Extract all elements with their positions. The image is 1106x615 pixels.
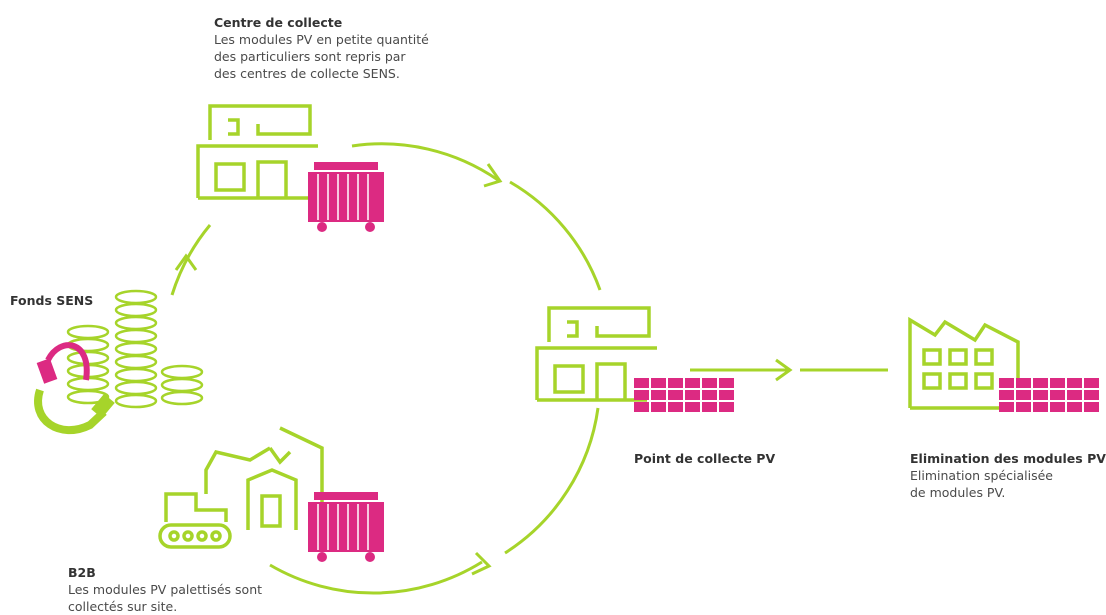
elimination-label: Elimination des modules PV Elimination s…: [910, 450, 1106, 501]
centre-collecte-label: Centre de collecte Les modules PV en pet…: [214, 14, 429, 82]
plug-icon: [34, 342, 115, 434]
factory-icon: [908, 316, 1020, 410]
cycle-arrows: [170, 142, 888, 595]
solar-panel-icon: [634, 378, 734, 412]
solar-panel-icon: [999, 378, 1099, 412]
container-bin-icon: [307, 161, 385, 233]
excavator-icon: [158, 426, 324, 549]
building-icon: [196, 104, 320, 200]
fonds-sens-label: Fonds SENS: [10, 292, 93, 309]
centre-collecte-description: Les modules PV en petite quantité des pa…: [214, 32, 429, 81]
container-bin-icon: [307, 491, 385, 563]
point-collecte-title: Point de collecte PV: [634, 451, 776, 466]
elimination-title: Elimination des modules PV: [910, 451, 1106, 466]
point-collecte-label: Point de collecte PV: [634, 450, 775, 467]
b2b-label: B2B Les modules PV palettisés sont colle…: [68, 564, 262, 615]
coins-icon: [66, 289, 204, 409]
centre-collecte-title: Centre de collecte: [214, 15, 343, 30]
fonds-sens-title: Fonds SENS: [10, 293, 94, 308]
b2b-title: B2B: [68, 565, 96, 580]
elimination-description: Elimination spécialisée de modules PV.: [910, 468, 1053, 500]
b2b-description: Les modules PV palettisés sont collectés…: [68, 582, 263, 614]
